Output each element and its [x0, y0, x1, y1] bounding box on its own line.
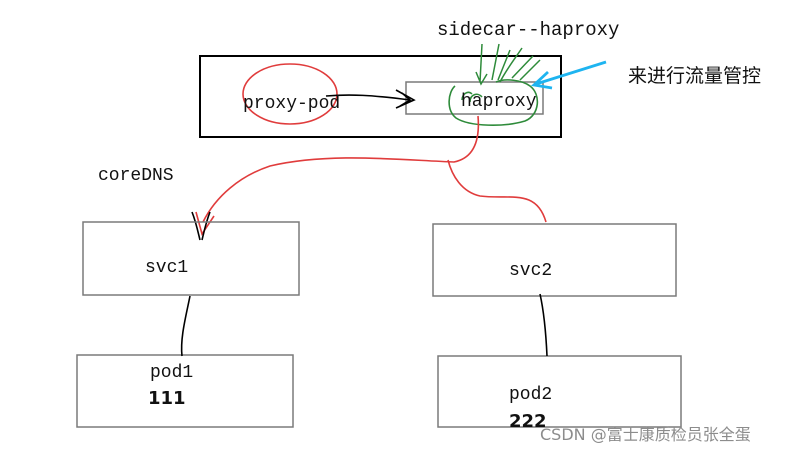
proxy-to-haproxy-arrowhead	[395, 89, 416, 109]
route-to-svc1	[202, 115, 480, 223]
svc2-box	[432, 223, 677, 297]
cyan-arrowhead	[530, 70, 553, 90]
pod2-label: pod2	[509, 385, 552, 405]
sidecar-green-strokes	[475, 43, 541, 86]
proxy-pod-ellipse	[242, 63, 338, 125]
proxy-container-box	[199, 55, 562, 138]
pod2-value: 222	[509, 411, 547, 432]
svc1-label: svc1	[145, 258, 188, 278]
sidecar-label: sidecar--haproxy	[437, 19, 619, 41]
pod1-label: pod1	[150, 363, 193, 383]
cyan-arrow	[535, 60, 607, 86]
coredns-label: coreDNS	[98, 166, 174, 186]
pod2-box	[437, 355, 682, 428]
haproxy-green-loop	[448, 79, 539, 126]
pod1-box	[76, 354, 294, 428]
haproxy-box	[405, 81, 544, 115]
proxy-pod-label: proxy-pod	[243, 94, 340, 114]
route-to-svc2	[447, 159, 547, 223]
svc1-black-marks	[191, 211, 211, 241]
annotation-label: 来进行流量管控	[628, 65, 761, 87]
pod1-value: 111	[148, 388, 186, 409]
svc2-label: svc2	[509, 261, 552, 281]
svc1-to-pod1-line	[180, 295, 191, 357]
svc1-box	[82, 221, 300, 296]
sidecar-green-hooks	[461, 91, 483, 103]
proxy-to-haproxy-arrow	[325, 94, 411, 101]
svc2-to-pod2-line	[539, 293, 548, 357]
watermark: CSDN @富士康质检员张全蛋	[540, 425, 751, 444]
haproxy-label: haproxy	[461, 92, 537, 112]
